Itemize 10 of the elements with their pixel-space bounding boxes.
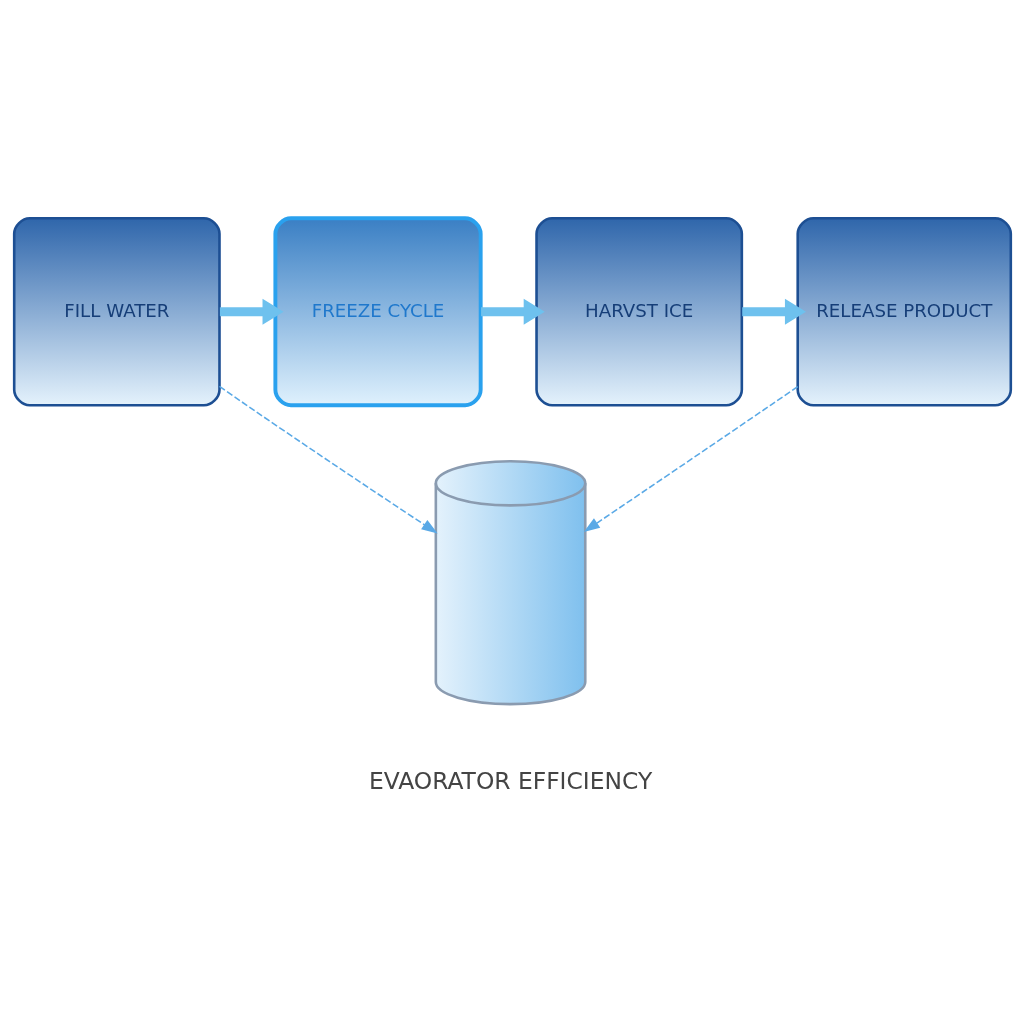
arrow <box>480 298 545 325</box>
arrow <box>583 385 798 532</box>
arrow <box>218 385 438 533</box>
arrow <box>741 298 806 325</box>
label: EVAORATOR EFFICIENCY <box>368 766 652 795</box>
node-box: FREEZE CYCLE <box>272 215 483 407</box>
node-box: RELEASE PRODUCT <box>795 216 1012 407</box>
node-box: FILL WATER <box>12 216 221 407</box>
node-box: HARVST ICE <box>534 216 743 407</box>
arrow <box>219 298 284 325</box>
